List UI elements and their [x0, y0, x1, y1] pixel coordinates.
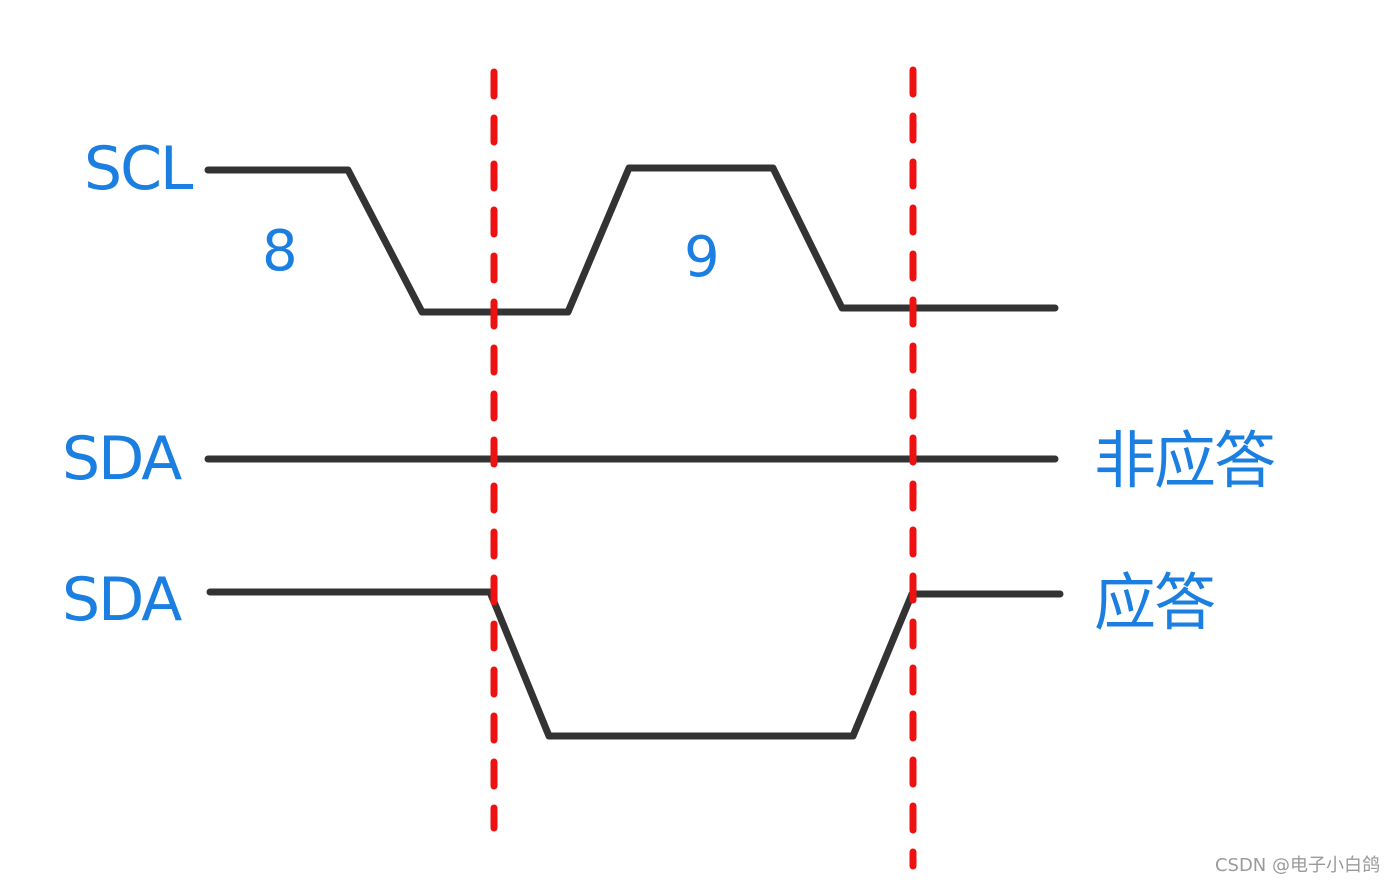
bit-9-label: 9 [684, 225, 720, 290]
watermark: CSDN @电子小白鸽 [1214, 855, 1380, 876]
nack-label: 非应答 [1094, 424, 1276, 497]
sda-ack-label: SDA [62, 565, 182, 635]
sda-nack-label: SDA [62, 424, 182, 494]
scl-waveform [204, 164, 1059, 316]
ack-label: 应答 [1094, 566, 1216, 639]
bit-8-label: 8 [262, 219, 298, 284]
sda-ack-waveform [206, 588, 1064, 740]
scl-label: SCL [84, 134, 193, 204]
